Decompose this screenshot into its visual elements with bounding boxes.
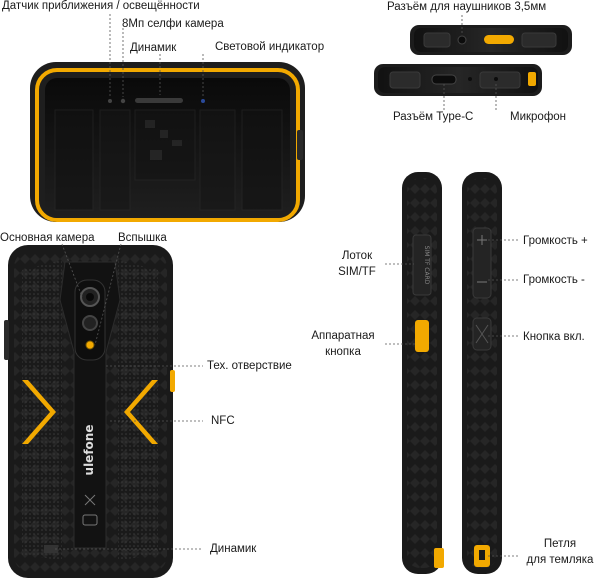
right-side-view: [462, 172, 520, 574]
label-sim-tray-line2: SIM/TF: [338, 266, 376, 278]
label-proximity-sensor: Датчик приближения / освещённости: [2, 0, 200, 12]
left-accent-chevron: [22, 380, 56, 444]
label-main-camera: Основная камера: [0, 232, 95, 244]
label-selfie-camera: 8Мп селфи камера: [122, 18, 224, 30]
label-sim-tray: Лоток SIM/TF: [330, 250, 384, 279]
top-accent-button: [484, 35, 514, 44]
hw-accent-button: [415, 320, 429, 352]
label-tech-hole: Тех. отверствие: [207, 360, 292, 372]
label-hw-button-line2: кнопка: [325, 346, 361, 358]
flash-led: [85, 340, 95, 350]
label-led-indicator: Световой индикатор: [215, 41, 325, 53]
brand-logo: ulefone: [82, 425, 96, 476]
back-view: ulefone: [4, 243, 203, 578]
label-volume-up: Громкость +: [523, 235, 588, 247]
label-sim-tray-line1: Лоток: [341, 250, 373, 262]
sim-tray: [412, 234, 432, 296]
label-hw-button: Аппаратная кнопка: [302, 330, 384, 359]
volume-rocker: [472, 227, 492, 299]
label-microphone: Микрофон: [510, 111, 567, 123]
label-power-button: Кнопка вкл.: [523, 331, 585, 343]
label-speaker-bottom: Динамик: [210, 543, 257, 555]
second-lens: [82, 315, 98, 331]
back-speaker-grille: [44, 545, 58, 553]
label-nfc: NFC: [211, 415, 235, 427]
label-lanyard: Петля для темляка: [520, 538, 600, 567]
usb-c-port: [431, 74, 457, 85]
label-lanyard-line1: Петля: [543, 538, 577, 550]
headphone-jack-hole: [457, 35, 467, 45]
front-led: [201, 99, 205, 103]
front-selfie-camera: [120, 98, 126, 104]
label-flash: Вспышка: [118, 232, 167, 244]
label-lanyard-line2: для темляка: [526, 554, 594, 566]
label-usb-c: Разъём Type-C: [393, 111, 474, 123]
svg-text:SIM TF CARD: SIM TF CARD: [423, 246, 430, 285]
front-earpiece: [135, 98, 183, 103]
mic-hole: [494, 77, 498, 81]
label-hw-button-line1: Аппаратная: [311, 330, 375, 342]
right-accent-chevron: [124, 380, 158, 444]
front-view: [30, 14, 305, 222]
top-edge-view: [410, 15, 572, 55]
label-speaker-top: Динамик: [130, 42, 177, 54]
left-side-view: SIM TF CARD: [385, 172, 444, 574]
label-headphone-jack: Разъём для наушников 3,5мм: [387, 1, 547, 13]
front-proximity-sensor: [108, 99, 112, 103]
label-volume-down: Громкость -: [523, 274, 585, 286]
bottom-lanyard-accent: [528, 72, 536, 86]
bottom-edge-view: [374, 64, 542, 110]
